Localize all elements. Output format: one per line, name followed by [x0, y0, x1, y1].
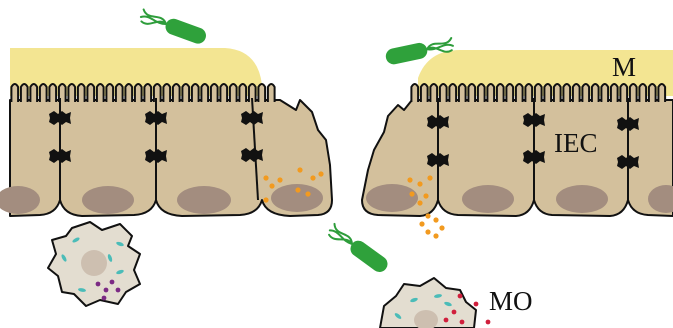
bacterium-icon	[326, 222, 390, 275]
left-nucleus-2	[82, 186, 134, 214]
mucus-label: M	[612, 54, 636, 81]
right-nucleus-2	[462, 185, 514, 213]
right-nucleus-1	[366, 184, 418, 212]
macrophage-icon	[380, 278, 490, 328]
right-nucleus-3	[556, 185, 608, 213]
epithelial-cell-label: IEC	[554, 130, 598, 157]
bacterium-icon	[139, 8, 208, 46]
left-epithelium	[0, 48, 332, 216]
left-nucleus-3	[177, 186, 231, 214]
macrophage-icon	[48, 222, 140, 306]
immune-cell-label: MO	[489, 288, 533, 315]
